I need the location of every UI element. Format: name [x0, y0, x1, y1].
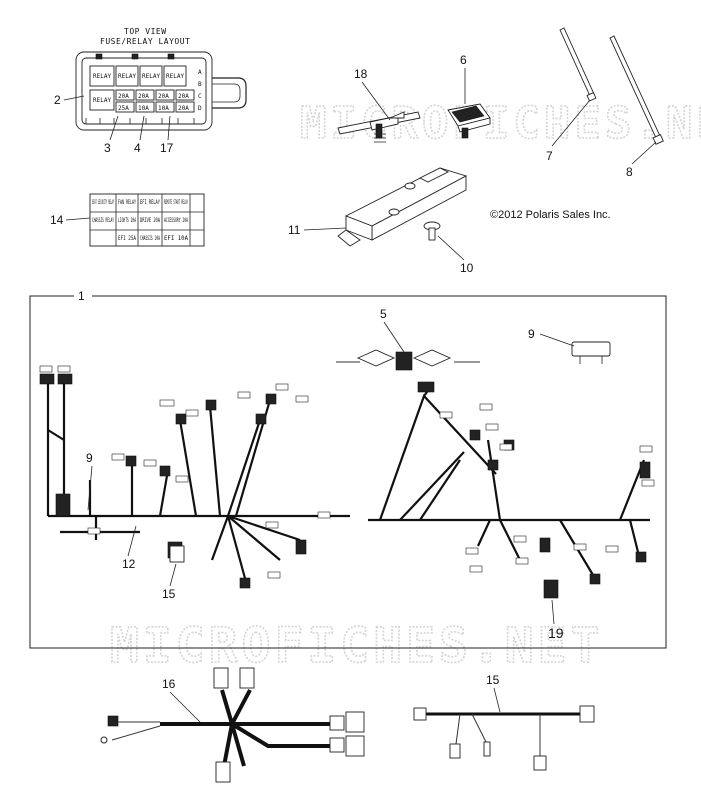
- inline-connector-5: [336, 349, 480, 371]
- cable-tie-7: [559, 27, 597, 102]
- relay-label: RELAY: [93, 97, 111, 104]
- fuse-label: 10A: [138, 105, 149, 112]
- watermark-middle: MICROFICHES.NET: [110, 618, 603, 674]
- callout-7: 7: [546, 149, 553, 163]
- callout-16: 16: [162, 677, 176, 691]
- chart-cell: DRIVE 20A: [140, 217, 160, 224]
- row-letter: D: [198, 105, 202, 112]
- harness-right: [368, 381, 655, 599]
- fuse-layout-title-2: FUSE/RELAY LAYOUT: [100, 37, 190, 46]
- connector-6: [447, 103, 491, 139]
- callout-10: 10: [460, 261, 474, 275]
- relay-chart: SEAT SECURITY RELAY FAN RELAY EFI RELAY …: [89, 193, 205, 247]
- callout-2: 2: [54, 93, 61, 107]
- relay-label: RELAY: [93, 73, 111, 80]
- callout-4: 4: [134, 141, 141, 155]
- chart-cell: EFI 25A: [118, 235, 136, 242]
- harness-15: [413, 705, 595, 771]
- relay-label: RELAY: [142, 73, 160, 80]
- chart-cell: REMOTE START RELAY: [164, 199, 188, 206]
- callout-11: 11: [288, 223, 301, 237]
- callout-8: 8: [626, 165, 633, 179]
- fuse-label: 10A: [158, 105, 169, 112]
- tie-mount: [337, 111, 421, 143]
- fuse-layout-title-1: TOP VIEW: [124, 27, 167, 36]
- callout-19: 19: [548, 625, 564, 641]
- callout-18: 18: [354, 67, 368, 81]
- fuse-label: 20A: [178, 93, 189, 100]
- relay-label: RELAY: [166, 73, 184, 80]
- chart-cell: SEAT SECURITY RELAY: [92, 199, 114, 206]
- row-letter: C: [198, 93, 202, 100]
- callout-9-top: 9: [528, 327, 535, 341]
- row-letter: B: [198, 81, 202, 88]
- chart-cell: FAN RELAY: [118, 199, 136, 206]
- rivet-10: [423, 221, 441, 241]
- harness-left: [39, 365, 350, 589]
- diode-9-top: [571, 341, 611, 364]
- callout-3: 3: [104, 141, 111, 155]
- callout-5: 5: [380, 307, 387, 321]
- callout-9-left: 9: [86, 451, 93, 465]
- chart-cell: LIGHTS 20A: [118, 217, 136, 224]
- fuse-label: 20A: [118, 93, 129, 100]
- callout-14: 15: [162, 587, 176, 601]
- main-harness-frame: [29, 295, 667, 649]
- copyright: ©2012 Polaris Sales Inc.: [490, 209, 611, 221]
- relay-label: RELAY: [118, 73, 136, 80]
- fuse-label: 20A: [158, 93, 169, 100]
- chart-cell: EFI RELAY: [140, 199, 160, 206]
- fuse-label: 20A: [178, 105, 189, 112]
- harness-16: [100, 667, 365, 783]
- fuse-label: 20A: [138, 93, 149, 100]
- fuse-label: 25A: [118, 105, 129, 112]
- bracket-11: [337, 167, 468, 247]
- callout-15: 15: [486, 673, 500, 687]
- callout-6: 6: [460, 53, 467, 67]
- callout-13: 14: [50, 213, 64, 227]
- callout-17: 17: [160, 141, 174, 155]
- chart-cell: CHASSIS RELAY: [92, 217, 114, 224]
- callout-1: 1: [78, 289, 85, 303]
- chart-cell: EFI 10A: [164, 235, 188, 242]
- chart-cell: ACCESSORY 20A: [164, 217, 188, 224]
- fuse-relay-box: TOP VIEW FUSE/RELAY LAYOUT RELAY RELAY R…: [75, 27, 247, 131]
- callout-12: 12: [122, 557, 136, 571]
- chart-cell: CHASSIS 10A: [140, 235, 160, 242]
- row-letter: A: [198, 69, 202, 76]
